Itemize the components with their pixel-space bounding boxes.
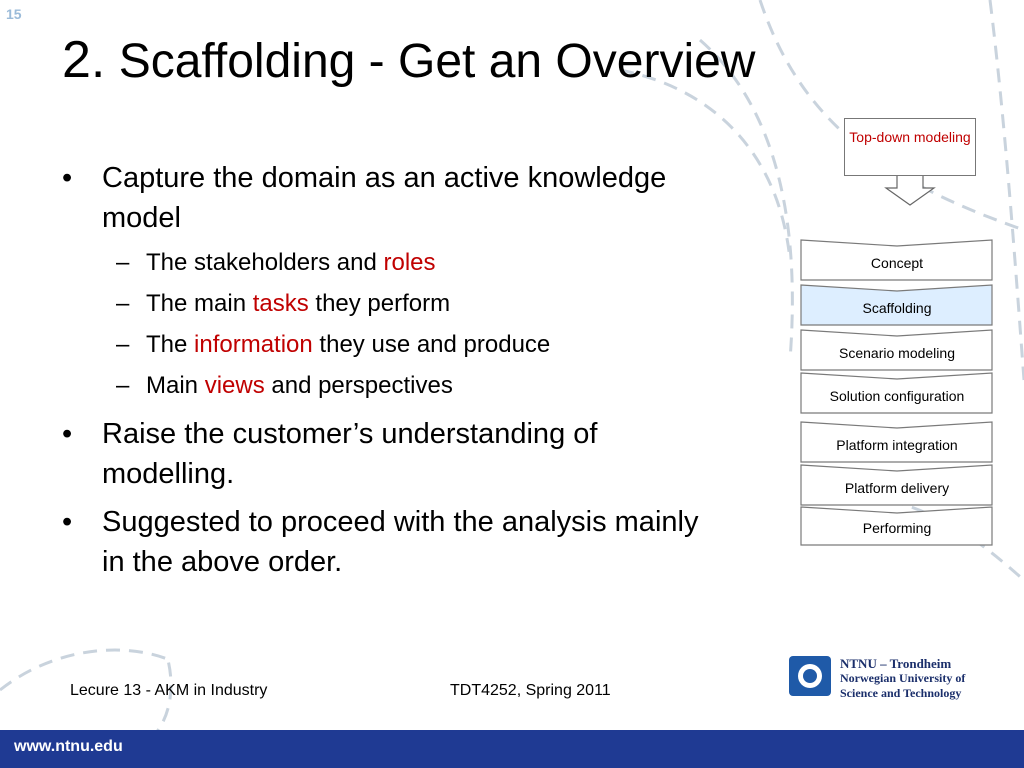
step-platform-integration: Platform integration: [836, 437, 958, 453]
step-scenario-modeling: Scenario modeling: [839, 345, 955, 361]
sub-bullet-item: The main tasks they perform: [102, 283, 710, 324]
institution-line3: Science and Technology: [840, 686, 962, 700]
institution-line2: Norwegian University of: [840, 671, 966, 685]
sub-bullet-item: The stakeholders and roles: [102, 242, 710, 283]
highlight-text: information: [194, 331, 313, 358]
step-solution-configuration: Solution configuration: [829, 388, 965, 404]
sub-text: Main: [146, 372, 205, 399]
step-platform-delivery: Platform delivery: [844, 480, 950, 496]
highlight-text: views: [204, 372, 265, 399]
step-performing: Performing: [862, 520, 932, 536]
bullet-item: Raise the customer’s understanding of mo…: [60, 414, 710, 494]
sub-bullet-item: The information they use and produce: [102, 324, 710, 365]
sub-bullet-list: The stakeholders and roles The main task…: [102, 242, 710, 406]
footer-lecture: Lecure 13 - AKM in Industry: [70, 682, 268, 699]
bullet-item: Suggested to proceed with the analysis m…: [60, 502, 710, 582]
sub-text: The: [146, 331, 195, 358]
sub-text: they use and produce: [312, 331, 551, 358]
institution-name: NTNU – Trondheim Norwegian University of…: [840, 656, 965, 701]
highlight-text: tasks: [252, 290, 309, 317]
sub-text: they perform: [308, 290, 451, 317]
slide-number: 15: [6, 6, 22, 22]
step-scaffolding: Scaffolding: [862, 300, 932, 316]
bottom-bar: [0, 730, 1024, 768]
bullet-text: Raise the customer’s understanding of mo…: [102, 418, 598, 490]
bullet-text: Capture the domain as an active knowledg…: [102, 162, 667, 234]
sub-text: The main: [146, 290, 253, 317]
title-text: Scaffolding - Get an Overview: [118, 35, 756, 88]
title-number: 2.: [62, 31, 106, 89]
sub-bullet-item: Main views and perspectives: [102, 365, 710, 406]
website-link[interactable]: www.ntnu.edu: [14, 738, 123, 755]
bullet-list: Capture the domain as an active knowledg…: [60, 158, 710, 590]
sub-text: and perspectives: [264, 372, 453, 399]
bullet-text: Suggested to proceed with the analysis m…: [102, 506, 699, 578]
institution-line1: NTNU – Trondheim: [840, 656, 952, 671]
highlight-text: roles: [383, 249, 436, 276]
sub-text: The stakeholders and: [146, 249, 384, 276]
step-concept: Concept: [870, 255, 924, 271]
page-title: 2. Scaffolding - Get an Overview: [62, 30, 755, 90]
bullet-item: Capture the domain as an active knowledg…: [60, 158, 710, 406]
top-down-label: Top-down modeling: [844, 118, 976, 176]
footer-course: TDT4252, Spring 2011: [450, 682, 611, 699]
